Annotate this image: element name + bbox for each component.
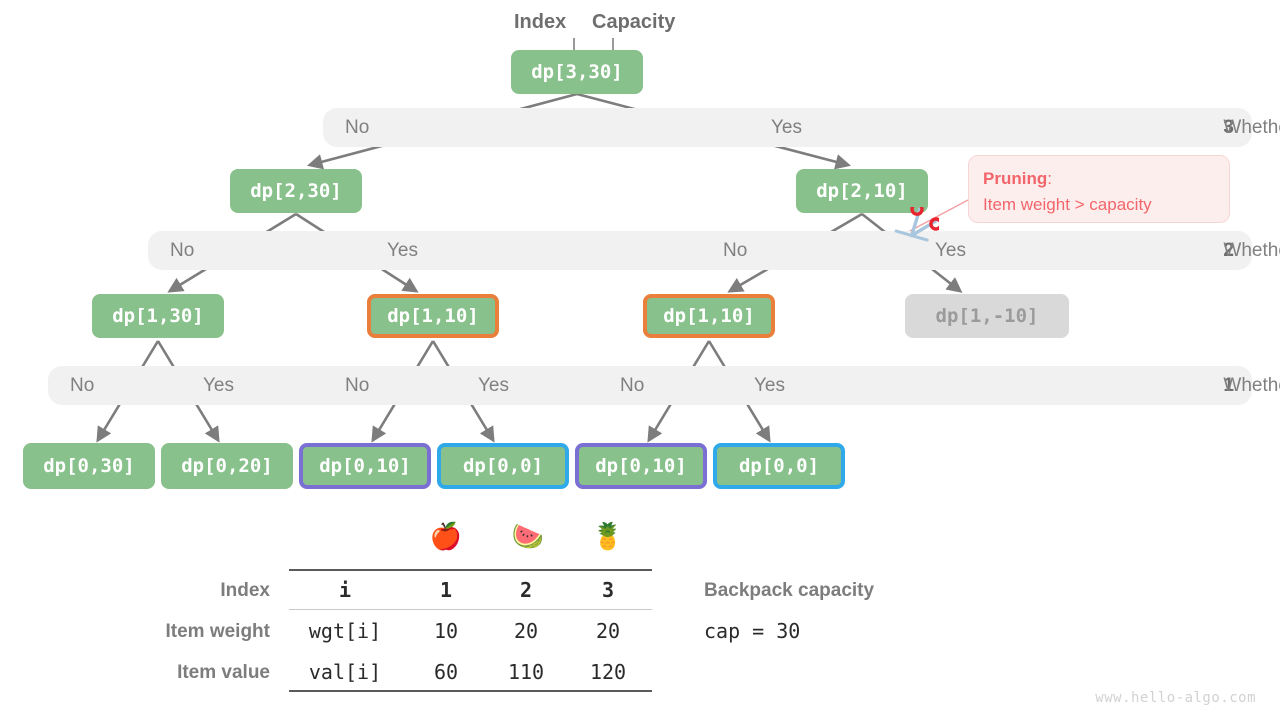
- level2-yes-label: Yes: [387, 239, 418, 261]
- node-dp-1-10-left[interactable]: dp[1,10]: [367, 294, 499, 338]
- level1-yes3-label: Yes: [754, 374, 785, 396]
- level1-yes2-label: Yes: [478, 374, 509, 396]
- level-bar-item2: No Yes No Yes Whether to put item 2: [148, 231, 1280, 270]
- node-dp-2-10[interactable]: dp[2,10]: [796, 169, 928, 213]
- level2-question-label: Whether to put item 2: [1223, 239, 1280, 261]
- level3-yes-label: Yes: [771, 116, 802, 138]
- table-cell-val-3: 120: [589, 660, 627, 684]
- table-cell-index-3: 3: [601, 578, 615, 602]
- level-bar-item1: No Yes No Yes No Yes Whether to put item…: [48, 366, 1280, 405]
- header-index-label: Index: [514, 11, 567, 33]
- node-dp-1-30[interactable]: dp[1,30]: [92, 294, 224, 338]
- table-cell-index-1: 1: [439, 578, 453, 602]
- table-cell-wgt-1: 10: [433, 619, 459, 643]
- level3-question-label: Whether to put item 3: [1223, 116, 1280, 138]
- leaf-dp-0-0-right[interactable]: dp[0,0]: [713, 443, 845, 489]
- table-mid-rule: [289, 609, 652, 610]
- capacity-tick: [612, 38, 614, 56]
- table-bottom-rule: [289, 690, 652, 692]
- table-cell-index-2: 2: [519, 578, 533, 602]
- level3-no-label: No: [345, 116, 370, 138]
- table-top-rule: [289, 569, 652, 571]
- level2-no-label: No: [170, 239, 195, 261]
- node-dp-3-30[interactable]: dp[3,30]: [511, 50, 643, 94]
- level1-no-label: No: [70, 374, 95, 396]
- pruning-title: Pruning:: [983, 169, 1052, 188]
- table-cell-val-2: 110: [507, 660, 545, 684]
- emoji-pineapple: 🍍: [591, 521, 625, 551]
- emoji-watermelon: 🍉: [511, 521, 545, 551]
- table-cell-wgt: wgt[i]: [308, 619, 382, 643]
- index-tick: [573, 38, 575, 56]
- leaf-dp-0-20[interactable]: dp[0,20]: [161, 443, 293, 489]
- level-bar-item3: No Yes Whether to put item 3: [323, 108, 1280, 147]
- pruning-callout: Pruning: Item weight > capacity: [968, 155, 1230, 223]
- table-cell-wgt-3: 20: [595, 619, 621, 643]
- level1-no3-label: No: [620, 374, 645, 396]
- level1-question-label: Whether to put item 1: [1223, 374, 1280, 396]
- leaf-dp-0-10-right[interactable]: dp[0,10]: [575, 443, 707, 489]
- leaf-dp-0-0-left[interactable]: dp[0,0]: [437, 443, 569, 489]
- emoji-apple: 🍎: [429, 521, 463, 551]
- table-cell-val-1: 60: [433, 660, 459, 684]
- node-dp-1-neg10: dp[1,-10]: [905, 294, 1069, 338]
- pruning-text: Item weight > capacity: [983, 194, 1152, 214]
- table-cell-val: val[i]: [308, 660, 382, 684]
- level1-yes-label: Yes: [203, 374, 234, 396]
- table-cell-wgt-2: 20: [513, 619, 539, 643]
- leaf-dp-0-10-left[interactable]: dp[0,10]: [299, 443, 431, 489]
- header-capacity-label: Capacity: [592, 11, 676, 33]
- backpack-capacity-value: cap = 30: [704, 619, 801, 643]
- site-watermark: www.hello-algo.com: [1095, 690, 1256, 706]
- leaf-dp-0-30[interactable]: dp[0,30]: [23, 443, 155, 489]
- level2-no2-label: No: [723, 239, 748, 261]
- node-dp-1-10-right[interactable]: dp[1,10]: [643, 294, 775, 338]
- scissors-icon: [894, 207, 939, 242]
- table-rowlabel-weight: Item weight: [165, 621, 270, 642]
- node-dp-2-30[interactable]: dp[2,30]: [230, 169, 362, 213]
- level2-yes2-label: Yes: [935, 239, 966, 261]
- level1-no2-label: No: [345, 374, 370, 396]
- table-rowlabel-value: Item value: [177, 662, 270, 683]
- backpack-capacity-title: Backpack capacity: [704, 580, 875, 601]
- table-rowlabel-index: Index: [220, 580, 270, 601]
- table-cell-i: i: [338, 578, 352, 602]
